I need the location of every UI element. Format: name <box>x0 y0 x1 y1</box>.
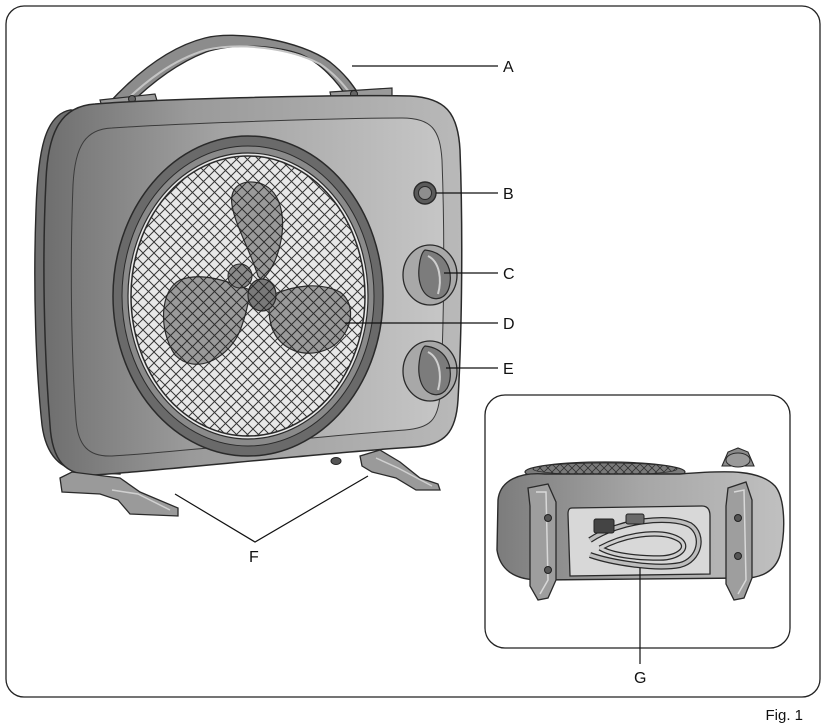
callout-f: F <box>249 549 259 566</box>
callout-b: B <box>503 186 514 203</box>
callout-a: A <box>503 59 514 76</box>
inset-bottom-view <box>485 395 790 648</box>
callout-g: G <box>634 670 646 687</box>
foot-left <box>60 472 178 516</box>
inset-foot-right <box>726 482 752 600</box>
fan-main-view <box>35 35 462 516</box>
inset-foot-left <box>528 484 556 600</box>
fan-grille <box>131 156 365 436</box>
callout-c: C <box>503 266 515 283</box>
figure-caption: Fig. 1 <box>765 707 803 724</box>
callout-d: D <box>503 316 515 333</box>
fan-blades <box>131 156 365 436</box>
plug <box>594 519 614 533</box>
callout-e: E <box>503 361 514 378</box>
